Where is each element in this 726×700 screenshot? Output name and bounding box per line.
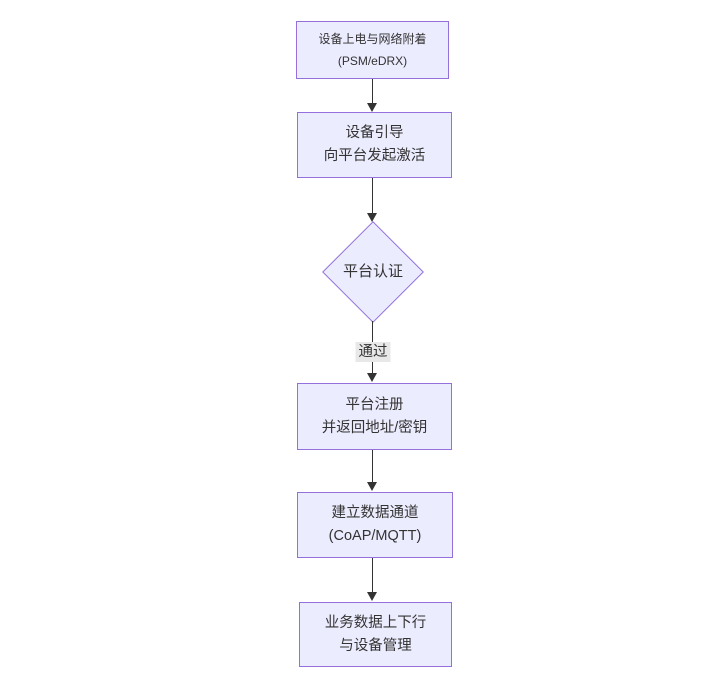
node-power-attach: 设备上电与网络附着 (PSM/eDRX)	[296, 21, 449, 79]
arrowhead-icon	[367, 373, 377, 382]
edge-line	[372, 558, 373, 592]
arrowhead-icon	[367, 592, 377, 601]
node-platform-auth: 平台认证	[342, 263, 403, 280]
node-text-line: 向平台发起激活	[323, 148, 426, 164]
node-text-line: 建立数据通道	[331, 505, 419, 521]
edge-line	[372, 79, 373, 103]
node-text-line: 业务数据上下行	[324, 614, 427, 631]
node-text-line: 平台注册	[345, 396, 404, 413]
node-text-line: 与设备管理	[339, 637, 412, 654]
arrowhead-icon	[367, 213, 377, 222]
node-bootstrap: 设备引导 向平台发起激活	[297, 112, 452, 178]
node-text-line: 设备引导	[345, 125, 404, 141]
node-business-data: 业务数据上下行 与设备管理	[299, 602, 452, 667]
node-data-channel: 建立数据通道 (CoAP/MQTT)	[297, 492, 453, 558]
node-platform-register: 平台注册 并返回地址/密钥	[297, 383, 452, 450]
edge-label-pass: 通过	[355, 342, 391, 362]
node-text-line: 并返回地址/密钥	[321, 419, 428, 436]
arrowhead-icon	[367, 103, 377, 112]
edge-line	[372, 450, 373, 482]
edge-line	[372, 178, 373, 213]
arrowhead-icon	[367, 482, 377, 491]
node-text-line: 设备上电与网络附着	[318, 32, 427, 46]
node-text-line: (CoAP/MQTT)	[328, 528, 422, 544]
node-text-line: (PSM/eDRX)	[337, 54, 408, 68]
